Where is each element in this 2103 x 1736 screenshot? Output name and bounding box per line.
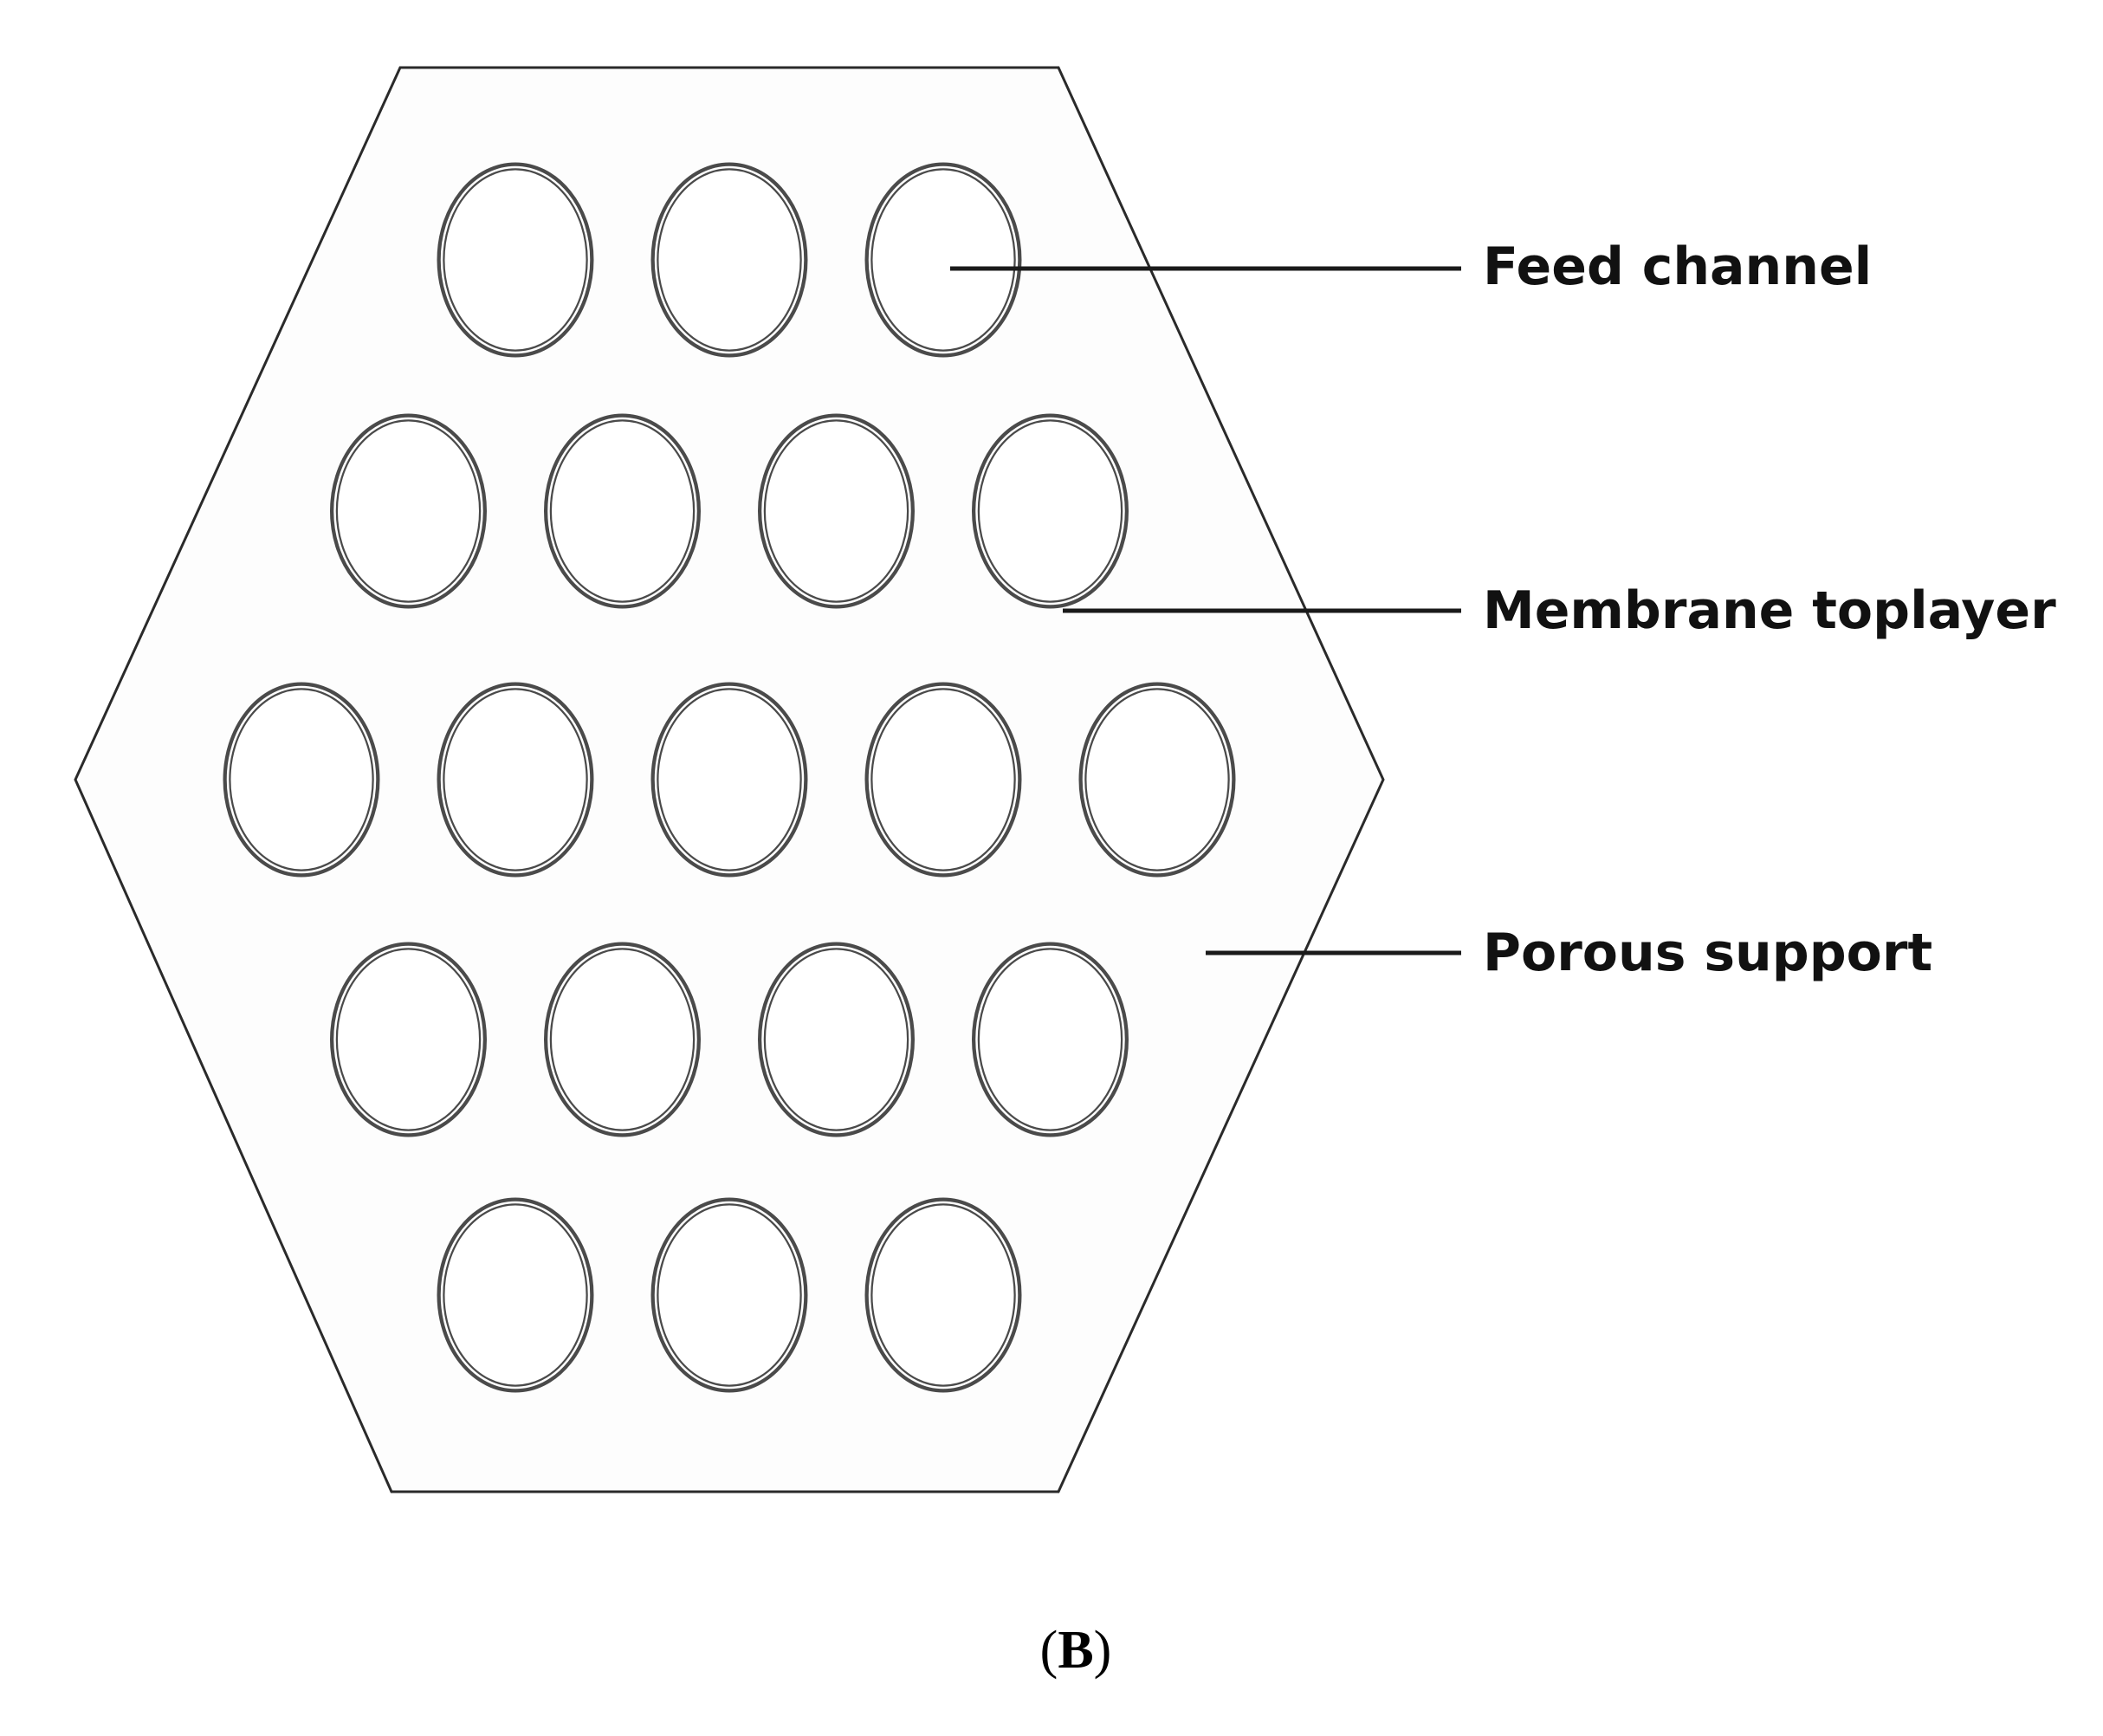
feed-channel bbox=[1078, 682, 1236, 878]
feed-channel bbox=[223, 682, 380, 878]
feed-channel bbox=[437, 162, 594, 358]
feed-channel-bore bbox=[226, 685, 377, 874]
feed-channel-bore bbox=[654, 685, 805, 874]
panel-label: (B) bbox=[1040, 1621, 1112, 1680]
feed-channel-bore bbox=[761, 417, 911, 606]
feed-channel-bore bbox=[440, 1201, 591, 1389]
feed-channel bbox=[972, 942, 1129, 1137]
panel-open-paren: ( bbox=[1040, 1621, 1058, 1680]
feed-channel bbox=[758, 942, 915, 1137]
feed-channel-bore bbox=[654, 1201, 805, 1389]
feed-channel-bore bbox=[547, 417, 697, 606]
feed-channel-bore bbox=[975, 945, 1125, 1134]
feed-channel-bore bbox=[868, 165, 1019, 354]
feed-channel-label: Feed channel bbox=[1483, 236, 1872, 297]
feed-channel-bore bbox=[761, 945, 911, 1134]
feed-channel-bore bbox=[440, 165, 591, 354]
feed-channel-bore bbox=[868, 685, 1019, 874]
feed-channels-group bbox=[223, 162, 1236, 1393]
feed-channel-bore bbox=[975, 417, 1125, 606]
feed-channel bbox=[650, 162, 808, 358]
feed-channel bbox=[650, 682, 808, 878]
feed-channel-bore bbox=[1082, 685, 1233, 874]
feed-channel-bore bbox=[868, 1201, 1019, 1389]
feed-channel bbox=[437, 1197, 594, 1393]
feed-channel bbox=[864, 1197, 1022, 1393]
feed-channel bbox=[864, 682, 1022, 878]
membrane-toplayer-label: Membrane toplayer bbox=[1483, 580, 2056, 641]
feed-channel-bore bbox=[440, 685, 591, 874]
panel-letter: B bbox=[1058, 1621, 1093, 1680]
feed-channel-bore bbox=[654, 165, 805, 354]
feed-channel bbox=[544, 942, 701, 1137]
feed-channel bbox=[330, 942, 487, 1137]
feed-channel bbox=[864, 162, 1022, 358]
feed-channel bbox=[330, 413, 487, 609]
feed-channel bbox=[758, 413, 915, 609]
feed-channel-bore bbox=[333, 945, 483, 1134]
feed-channel bbox=[972, 413, 1129, 609]
feed-channel-bore bbox=[333, 417, 483, 606]
feed-channel bbox=[544, 413, 701, 609]
feed-channel-bore bbox=[547, 945, 697, 1134]
panel-close-paren: ) bbox=[1094, 1621, 1112, 1680]
feed-channel bbox=[437, 682, 594, 878]
porous-support-label: Porous support bbox=[1483, 923, 1932, 983]
feed-channel bbox=[650, 1197, 808, 1393]
